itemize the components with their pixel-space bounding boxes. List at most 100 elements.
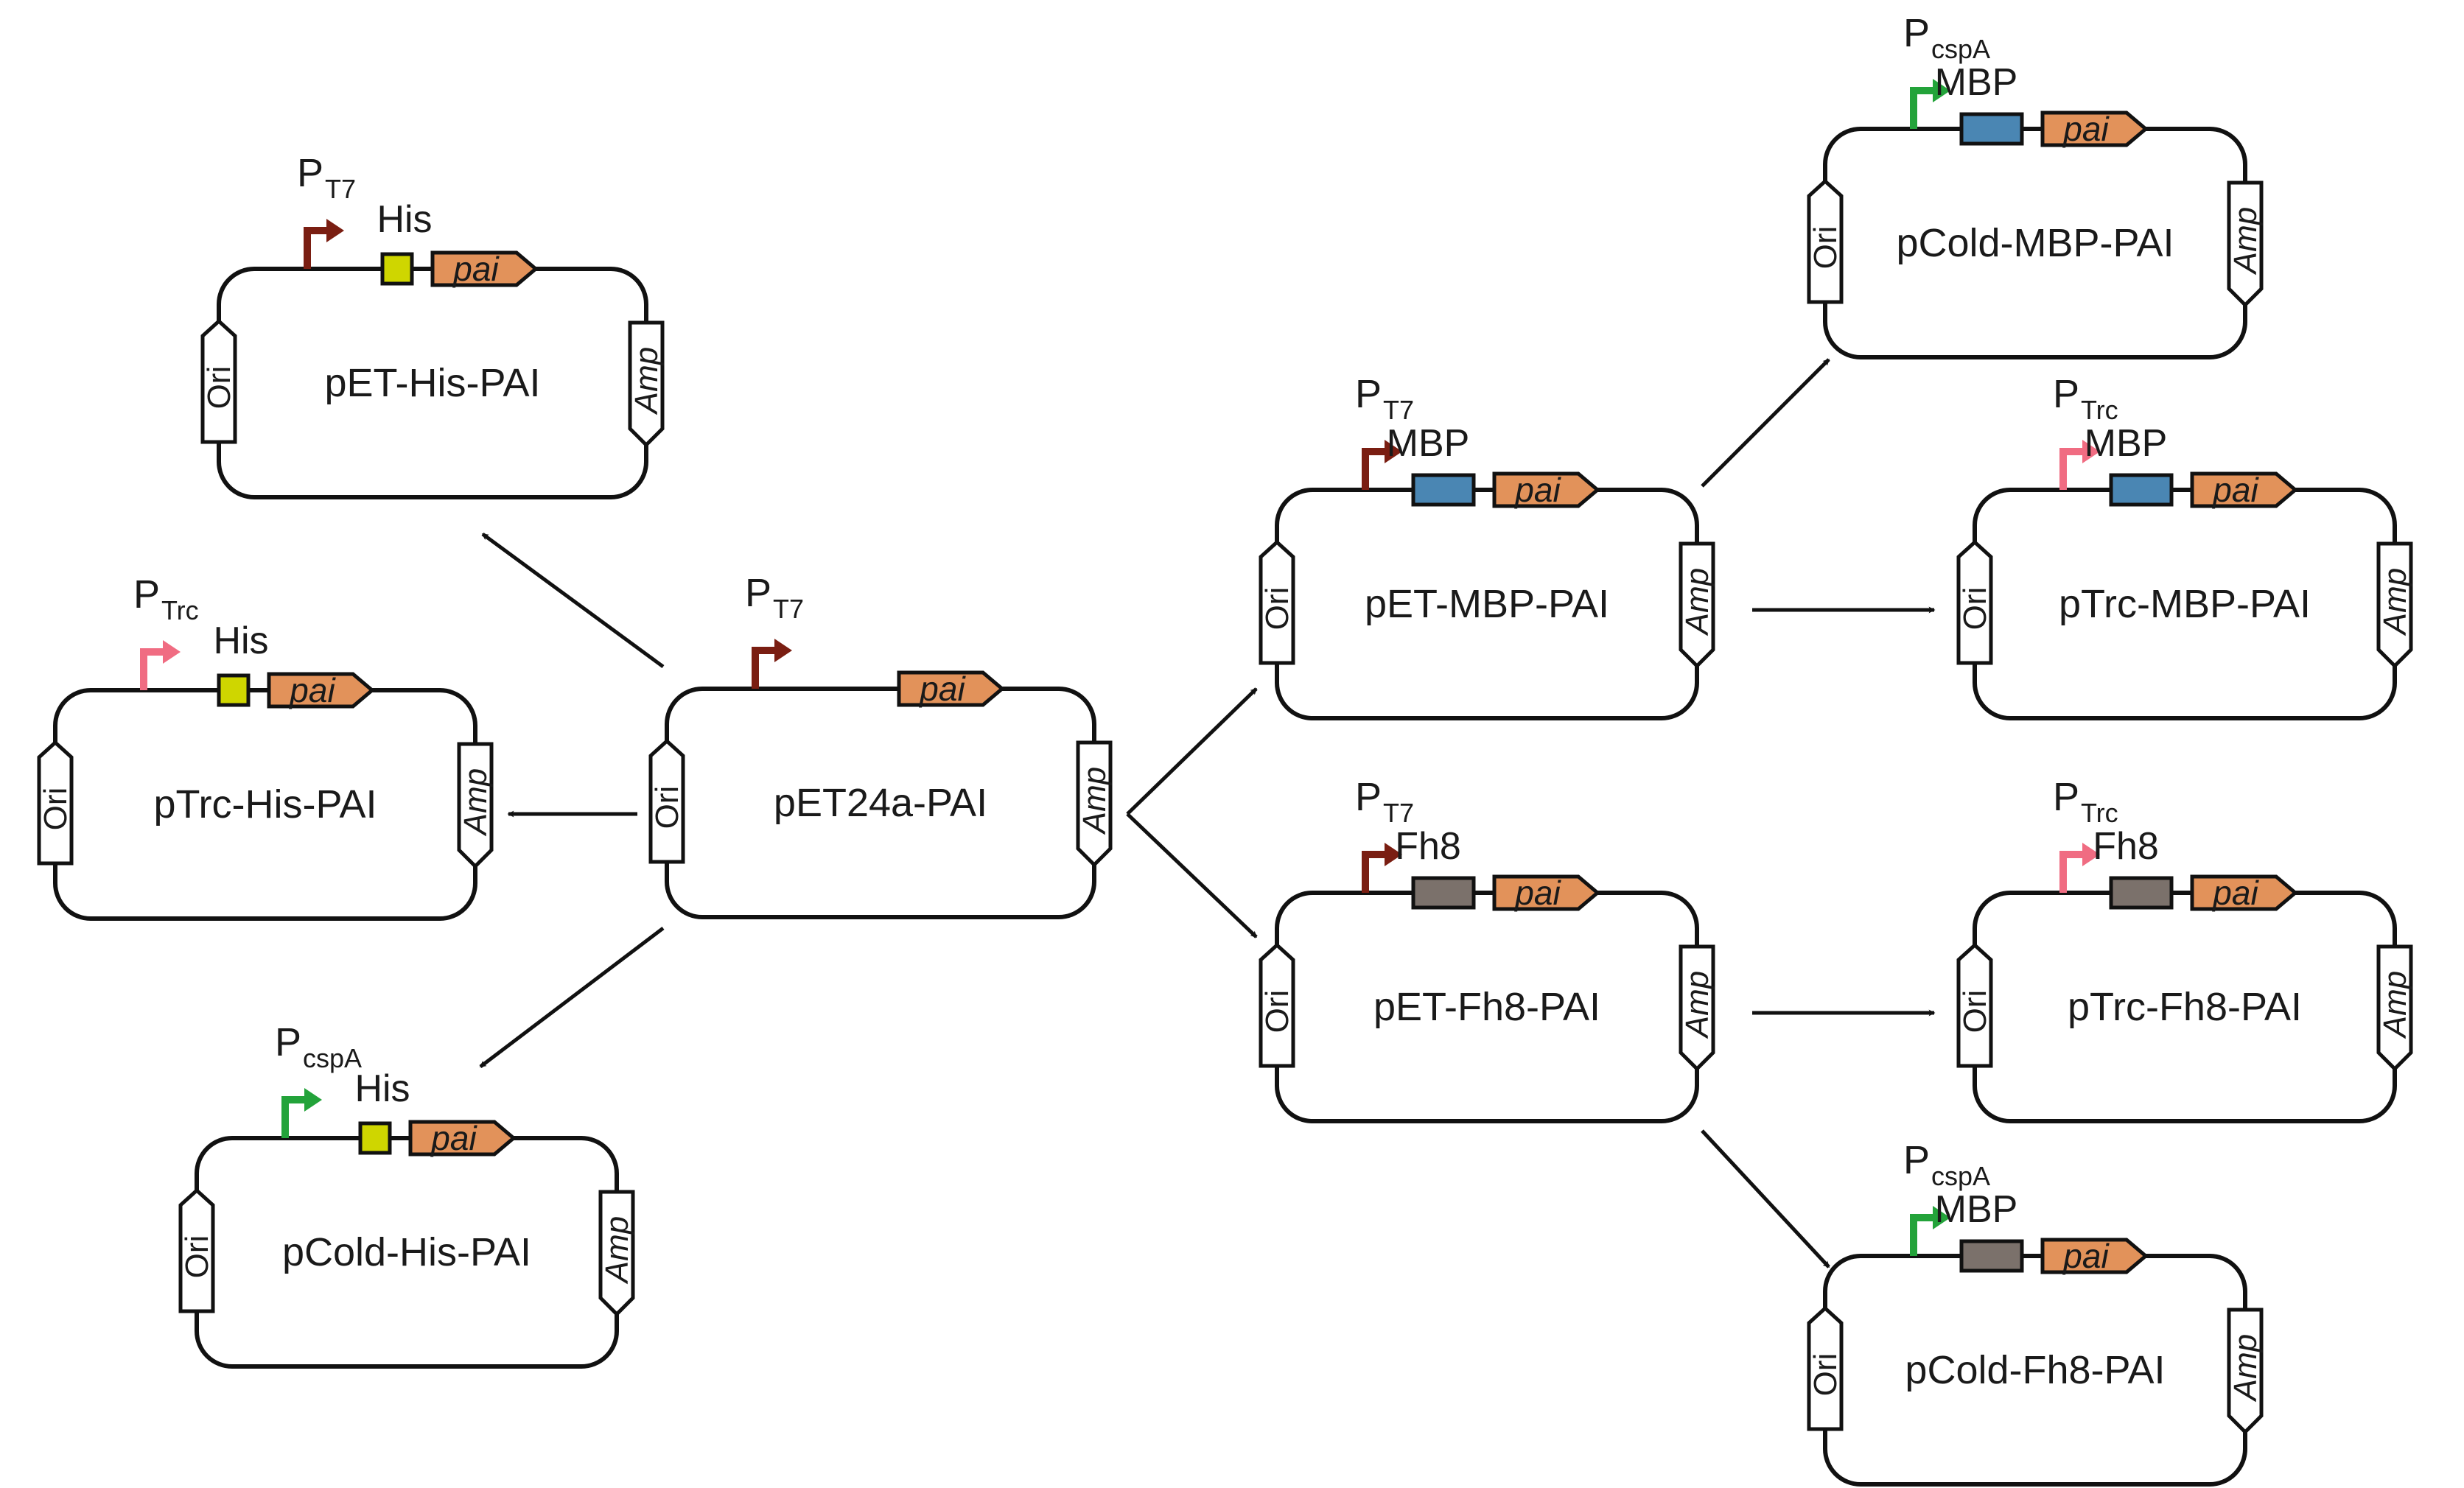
amp-label: Amp bbox=[2377, 568, 2413, 636]
plasmid-name: pTrc-Fh8-PAI bbox=[2068, 985, 2302, 1029]
ori-label: Ori bbox=[1259, 587, 1295, 631]
promoter-arrow bbox=[281, 1088, 322, 1138]
tag-label: His bbox=[213, 620, 268, 662]
promoter-arrow bbox=[1362, 843, 1402, 893]
pai-gene-box bbox=[1492, 471, 1600, 508]
promoter-label: PTrc bbox=[133, 572, 199, 625]
tag-label: MBP bbox=[1387, 422, 1470, 465]
pai-gene-label: pai bbox=[2211, 471, 2259, 509]
pai-gene-box bbox=[897, 670, 1005, 707]
ori-marker: Ori bbox=[1807, 178, 1844, 304]
ori-marker: Ori bbox=[178, 1187, 215, 1313]
promoter-arrow bbox=[752, 639, 792, 689]
amp-label: Amp bbox=[2227, 207, 2264, 276]
pai-gene-label: pai bbox=[918, 670, 966, 708]
promoter-label: PcspA bbox=[1903, 11, 1990, 64]
amp-label: Amp bbox=[629, 347, 665, 415]
plasmid-name: pET-His-PAI bbox=[324, 361, 540, 405]
amp-marker: Amp bbox=[1679, 541, 1715, 669]
pai-gene-label: pai bbox=[1513, 471, 1561, 509]
ori-marker: Ori bbox=[200, 318, 237, 444]
his-tag-box bbox=[358, 1121, 392, 1155]
ori-label: Ori bbox=[649, 786, 685, 829]
his-tag-box bbox=[380, 252, 414, 286]
promoter-arrow bbox=[2059, 440, 2100, 490]
amp-marker: Amp bbox=[457, 742, 494, 869]
ori-marker: Ori bbox=[648, 738, 685, 864]
ori-marker: Ori bbox=[1259, 539, 1295, 665]
ori-label: Ori bbox=[1957, 587, 1993, 631]
pai-gene-label: pai bbox=[2062, 110, 2110, 148]
ori-marker: Ori bbox=[1259, 942, 1295, 1068]
arrow-pet-mbp-to-pcold-mbp bbox=[1701, 358, 1830, 488]
pai-gene-box bbox=[1492, 874, 1600, 911]
pai-gene-box bbox=[408, 1120, 517, 1157]
tag-label: MBP bbox=[1935, 61, 2018, 104]
plasmid-name: pCold-MBP-PAI bbox=[1896, 221, 2174, 265]
ori-marker: Ori bbox=[37, 740, 74, 866]
promoter-label: PT7 bbox=[1355, 372, 1414, 425]
fh8-tag-box bbox=[1411, 876, 1476, 910]
plasmid-name: pCold-Fh8-PAI bbox=[1905, 1348, 2165, 1392]
amp-marker: Amp bbox=[2227, 180, 2264, 308]
pai-gene-box bbox=[430, 250, 539, 287]
promoter-arrow bbox=[1910, 79, 1950, 129]
plasmid-name: pTrc-MBP-PAI bbox=[2059, 582, 2311, 626]
amp-label: Amp bbox=[1679, 568, 1715, 636]
amp-marker: Amp bbox=[1679, 944, 1715, 1072]
tag-label: MBP bbox=[2085, 422, 2168, 465]
mbp-tag-box bbox=[2109, 473, 2174, 507]
pai-gene-label: pai bbox=[452, 250, 500, 288]
mbp-tag-box bbox=[1959, 112, 2024, 146]
amp-label: Amp bbox=[458, 768, 494, 837]
amp-marker: Amp bbox=[2376, 541, 2413, 669]
plasmid-name: pET-MBP-PAI bbox=[1365, 582, 1609, 626]
tag-label: Fh8 bbox=[1395, 825, 1461, 868]
tag-label: His bbox=[354, 1067, 410, 1110]
arrow-pet24a-to-pet-his bbox=[481, 532, 665, 669]
mbp-tag-box bbox=[1411, 473, 1476, 507]
pai-gene-label: pai bbox=[2211, 874, 2259, 912]
ori-label: Ori bbox=[38, 787, 74, 831]
fh8-tag-box bbox=[1959, 1239, 2024, 1273]
arrow-pet24a-to-pet-mbp bbox=[1126, 687, 1258, 815]
promoter-label: PcspA bbox=[275, 1020, 362, 1073]
promoter-arrow bbox=[2059, 843, 2100, 893]
promoter-label: PTrc bbox=[2053, 775, 2118, 828]
pai-gene-box bbox=[2190, 874, 2298, 911]
ori-marker: Ori bbox=[1807, 1305, 1844, 1431]
amp-marker: Amp bbox=[1076, 740, 1113, 868]
pai-gene-box bbox=[2040, 110, 2149, 147]
arrow-pet24a-to-pcold-his bbox=[479, 927, 665, 1068]
pai-gene-box bbox=[2190, 471, 2298, 508]
promoter-arrow bbox=[1910, 1206, 1950, 1256]
promoter-arrow bbox=[1362, 440, 1402, 490]
plasmid-name: pET24a-PAI bbox=[774, 781, 987, 825]
plasmid-name: pCold-His-PAI bbox=[282, 1230, 531, 1274]
arrow-pet-fh8-to-pcold-fh8 bbox=[1701, 1129, 1830, 1268]
tag-label: His bbox=[377, 198, 432, 241]
tag-label: MBP bbox=[1935, 1188, 2018, 1231]
promoter-arrow bbox=[140, 640, 181, 690]
pai-gene-box bbox=[267, 672, 375, 709]
plasmid-name: pET-Fh8-PAI bbox=[1373, 985, 1600, 1029]
ori-label: Ori bbox=[1259, 990, 1295, 1033]
pai-gene-label: pai bbox=[430, 1119, 477, 1157]
promoter-label: PTrc bbox=[2053, 372, 2118, 425]
amp-marker: Amp bbox=[628, 320, 665, 448]
promoter-label: PT7 bbox=[1355, 775, 1414, 828]
amp-label: Amp bbox=[1077, 767, 1113, 835]
ori-marker: Ori bbox=[1956, 942, 1993, 1068]
arrow-pet24a-to-pet-fh8 bbox=[1126, 813, 1258, 938]
